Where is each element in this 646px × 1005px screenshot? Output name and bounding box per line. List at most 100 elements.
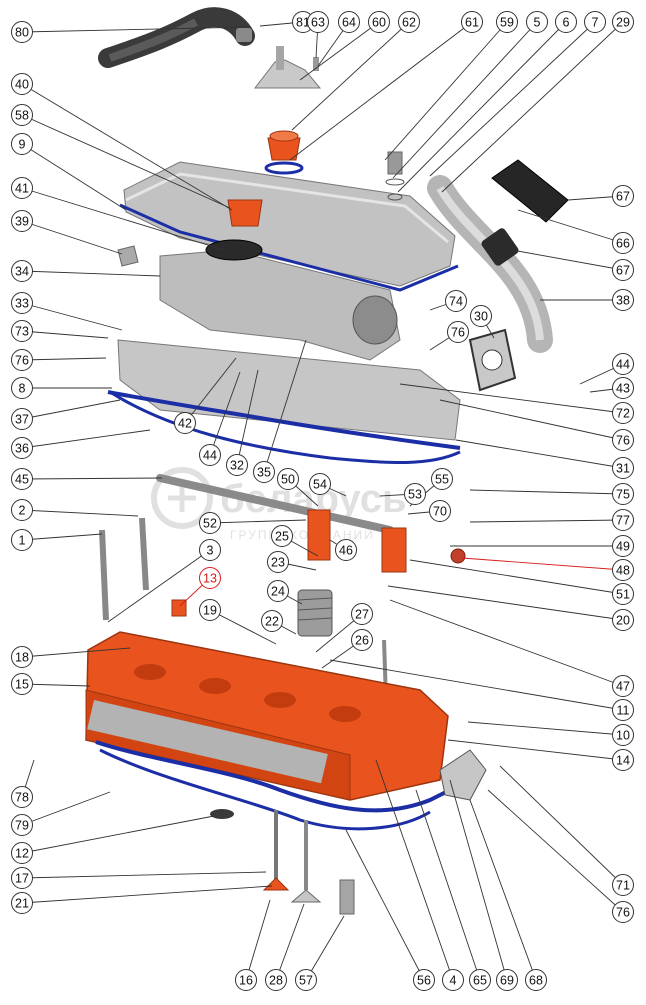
callout-11: 11 [612,699,634,721]
callout-number-44a: 44 [616,358,630,372]
callout-number-61: 61 [465,16,479,30]
callout-leader-58 [21,114,231,209]
callout-number-13: 13 [203,572,217,586]
callout-leader-11 [329,659,624,711]
callout-44b: 44 [199,444,221,466]
callout-number-79: 79 [15,819,29,833]
valve-guide [339,879,355,915]
callout-number-49: 49 [616,540,630,554]
pipe-flange-bore [481,349,503,371]
callout-54: 54 [309,473,331,495]
callout-leader-20 [387,585,624,621]
callout-77: 77 [612,509,634,531]
callout-circle-24 [267,580,289,602]
callout-number-12: 12 [15,847,29,861]
callout-30: 30 [470,305,492,327]
callout-number-30: 30 [474,310,488,324]
callout-65: 65 [469,969,491,991]
callout-circle-50 [277,468,299,490]
callout-leader-40 [21,83,233,211]
callout-circle-59 [496,11,518,33]
callout-circle-11 [612,699,634,721]
fitting-39 [117,245,139,267]
callout-27: 27 [351,603,373,625]
callout-8: 8 [11,377,33,399]
intake-manifold [159,249,401,361]
callout-number-47: 47 [616,680,630,694]
rocker-support-orange [307,509,331,561]
intake-valve-head [262,877,290,891]
callout-42: 42 [174,412,196,434]
callout-49: 49 [612,535,634,557]
callout-circle-4 [442,969,464,991]
callout-circle-3 [199,539,221,561]
callout-leader-57 [305,915,345,981]
callout-leader-79 [21,791,111,826]
callout-51: 51 [612,583,634,605]
callout-circle-7 [584,11,606,33]
rocker-shaft [156,474,394,534]
callout-46: 46 [335,539,357,561]
callout-number-37: 37 [15,413,29,427]
callout-23: 23 [267,551,289,573]
callout-number-65: 65 [473,974,487,988]
housing-gasket-37 [107,390,461,450]
callout-35: 35 [253,461,275,483]
callout-29: 29 [612,11,634,33]
callout-number-76c: 76 [616,434,630,448]
callout-76c: 76 [612,429,634,451]
callout-39: 39 [11,210,33,232]
thermostat-housing [439,749,487,801]
callout-circle-5 [526,11,548,33]
callout-leader-66 [517,209,624,244]
callout-leader-14 [447,739,624,761]
callout-number-44b: 44 [203,449,217,463]
callout-67a: 67 [612,185,634,207]
callout-76d: 76 [612,901,634,923]
callout-79: 79 [11,814,33,836]
callout-75: 75 [612,483,634,505]
callout-circle-22 [261,610,283,632]
callout-number-3: 3 [207,544,214,558]
rubber-hose-67 [491,159,569,223]
rocker-support-right [381,527,407,573]
callout-circle-37 [11,408,33,430]
callout-leader-17 [21,871,267,879]
cylinder-head-band [87,700,328,784]
callout-12: 12 [11,842,33,864]
callout-69: 69 [496,969,518,991]
callout-circle-76d [612,901,634,923]
callout-number-35: 35 [257,466,271,480]
callout-13: 13 [199,567,221,589]
callout-circle-58 [11,104,33,126]
callout-number-62: 62 [402,16,416,30]
filler-ring [387,193,403,201]
callout-56: 56 [413,969,435,991]
callout-45: 45 [11,468,33,490]
callout-number-60: 60 [372,16,386,30]
callout-14: 14 [612,749,634,771]
callout-leader-69 [449,779,508,981]
callout-leader-33 [21,302,123,331]
callout-number-80: 80 [15,26,29,40]
callout-circle-68 [525,969,547,991]
callout-leader-5 [392,21,538,179]
callout-circle-1 [11,529,33,551]
callout-leader-3 [107,549,211,623]
callout-76b: 76 [447,321,469,343]
callout-number-14: 14 [616,754,630,768]
callout-number-67b: 67 [616,264,630,278]
callout-number-31: 31 [616,462,630,476]
callout-leader-52 [209,519,307,524]
callout-leader-29 [441,21,624,193]
callout-number-76b: 76 [451,326,465,340]
callout-circle-2 [11,499,33,521]
callout-circle-21 [11,892,33,914]
callout-53: 53 [404,483,426,505]
rocker-cover-gasket [119,203,459,292]
callout-71: 71 [612,874,634,896]
callout-circle-76a [11,349,33,371]
callout-22: 22 [261,610,283,632]
callout-70: 70 [429,500,451,522]
